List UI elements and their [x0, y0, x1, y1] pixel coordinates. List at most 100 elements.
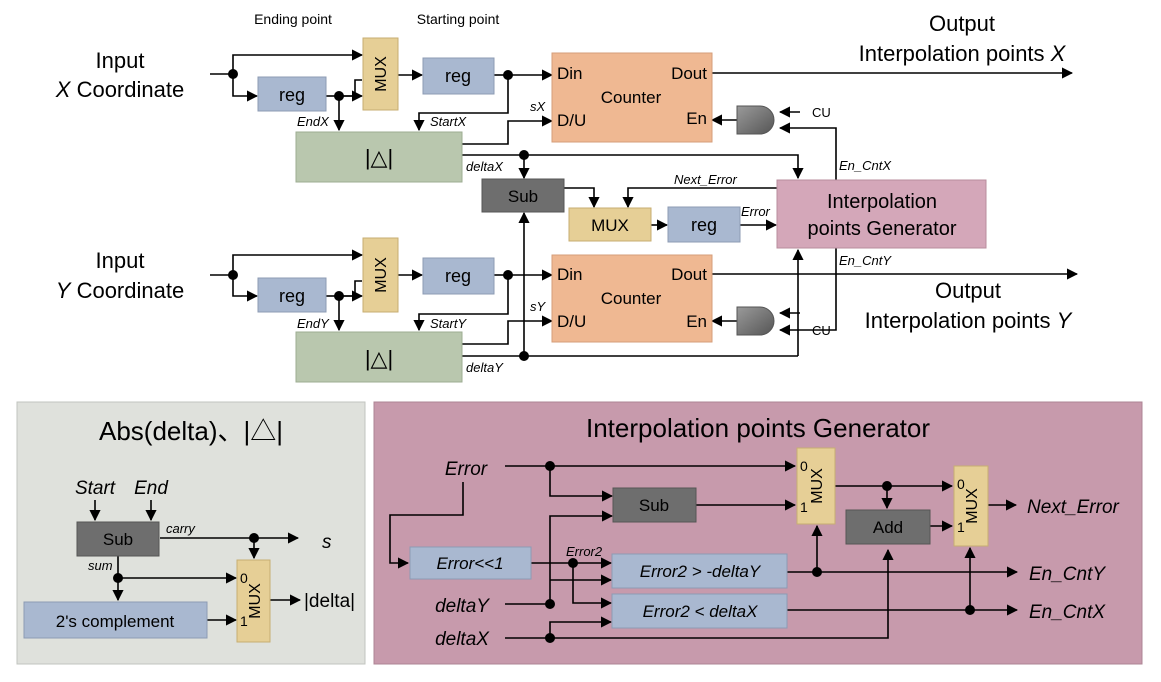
gen-wires [389, 460, 1019, 639]
y-counter: Din Dout Counter D/U En [551, 254, 713, 343]
y-end-reg: reg [257, 277, 327, 313]
gen-mux-1: MUX 0 1 [796, 447, 836, 525]
y-counter-dout: Dout [671, 265, 707, 284]
gen-mux-2-label: MUX [964, 488, 981, 524]
abs-delta-output: |delta| [304, 591, 355, 612]
input-y-coordinate-word: Coordinate [77, 278, 185, 303]
input-x-label-line1: Input [96, 48, 145, 73]
y-mux-label: MUX [373, 257, 390, 293]
output-y-axis-name: Y [1057, 308, 1073, 333]
abs-sub-label: Sub [103, 530, 133, 549]
abs-start-label: Start [75, 478, 116, 499]
x-counter-label: Counter [601, 88, 662, 107]
gen-add-label: Add [873, 518, 903, 537]
x-end-reg-label: reg [279, 85, 305, 105]
twos-complement-label: 2's complement [56, 612, 175, 631]
mid-mux-label: MUX [591, 216, 629, 235]
input-x-axis-name: X [55, 77, 72, 102]
gen-mux-2-in0: 0 [957, 476, 965, 492]
y-counter-en: En [686, 312, 707, 331]
x-channel-wires [210, 49, 1074, 231]
x-delta-block: |△| [295, 131, 463, 183]
x-mux-label: MUX [373, 56, 390, 92]
abs-mux-in1: 1 [240, 613, 248, 629]
gen-error2-label: Error2 [566, 544, 603, 559]
ending-point-header: Ending point [254, 11, 332, 27]
gen-sub-label: Sub [639, 496, 669, 515]
output-x-words: Interpolation points [859, 41, 1045, 66]
input-y-label-line2: Y Coordinate [56, 278, 184, 303]
deltax-label: deltaX [466, 159, 504, 174]
abs-end-label: End [134, 478, 169, 499]
abs-s-output: s [322, 532, 332, 553]
generator-block: Interpolation points Generator [776, 179, 987, 249]
x-start-reg-label: reg [445, 66, 471, 86]
gen-sub: Sub [612, 487, 697, 523]
x-counter-din: Din [557, 64, 583, 83]
y-start-reg: reg [422, 257, 495, 295]
y-and-gate-icon [736, 306, 775, 336]
error-reg: reg [667, 206, 741, 243]
input-y-label-line1: Input [96, 248, 145, 273]
gen-add: Add [845, 509, 931, 545]
twos-complement-block: 2's complement [23, 601, 208, 639]
gen-en-cnty-output: En_CntY [1029, 564, 1106, 585]
sy-label: sY [530, 299, 547, 314]
mid-sub: Sub [481, 178, 565, 213]
y-delta-label: |△| [365, 346, 393, 371]
x-counter: Din Dout Counter D/U En [551, 52, 713, 143]
output-x-label-line2: Interpolation points X [859, 41, 1067, 66]
input-x-label-line2: X Coordinate [55, 77, 184, 102]
shift-label: Error<<1 [436, 554, 503, 573]
x-counter-dout: Dout [671, 64, 707, 83]
error-reg-label: reg [691, 215, 717, 235]
mid-sub-label: Sub [508, 187, 538, 206]
y-end-reg-label: reg [279, 286, 305, 306]
x-and-gate-icon [736, 105, 775, 135]
sx-label: sX [530, 99, 547, 114]
abs-mux-in0: 0 [240, 570, 248, 586]
input-x-coordinate-word: Coordinate [77, 77, 185, 102]
abs-junctions [113, 533, 259, 583]
gen-deltay-input: deltaY [435, 596, 490, 617]
shift-block: Error<<1 [409, 546, 532, 580]
y-counter-label: Counter [601, 289, 662, 308]
top-signal-labels: EndX StartX sX deltaX Next_Error Error E… [297, 99, 892, 375]
gen-junctions [545, 461, 975, 643]
abs-panel-title: Abs(delta)、|△| [99, 416, 283, 446]
abs-panel: Abs(delta)、|△| Start End Sub carry sum s [16, 401, 366, 665]
gen-deltax-input: deltaX [435, 629, 490, 650]
endx-label: EndX [297, 114, 330, 129]
gen-error-input: Error [445, 459, 488, 480]
generator-label-line1: Interpolation [827, 191, 937, 213]
deltay-label: deltaY [466, 360, 504, 375]
output-x-label-line1: Output [929, 11, 995, 36]
y-start-reg-label: reg [445, 266, 471, 286]
starty-label: StartY [430, 316, 467, 331]
gen-en-cntx-output: En_CntX [1029, 602, 1106, 623]
starting-point-header: Starting point [417, 11, 500, 27]
output-x-axis-name: X [1050, 41, 1067, 66]
abs-sub: Sub [76, 521, 160, 557]
y-delta-block: |△| [295, 331, 463, 383]
gen-mux-1-in0: 0 [800, 458, 808, 474]
compare-x-label: Error2 < deltaX [643, 602, 758, 621]
abs-mux-label: MUX [247, 583, 264, 619]
top-junctions [228, 69, 529, 361]
x-counter-en: En [686, 109, 707, 128]
output-y-words: Interpolation points [865, 308, 1051, 333]
endy-label: EndY [297, 316, 330, 331]
gen-next-error-output: Next_Error [1027, 497, 1120, 518]
output-y-label-line1: Output [935, 278, 1001, 303]
en-cnty-label: En_CntY [839, 253, 892, 268]
x-start-reg: reg [422, 57, 495, 95]
abs-carry-label: carry [166, 521, 196, 536]
y-channel-wires [210, 211, 1079, 357]
gen-mux-2: MUX 0 1 [953, 465, 989, 547]
x-end-reg: reg [257, 76, 327, 112]
gen-mux-1-in1: 1 [800, 499, 808, 515]
x-counter-du: D/U [557, 111, 586, 130]
compare-y-block: Error2 > -deltaY [611, 553, 788, 589]
error-label: Error [741, 204, 771, 219]
